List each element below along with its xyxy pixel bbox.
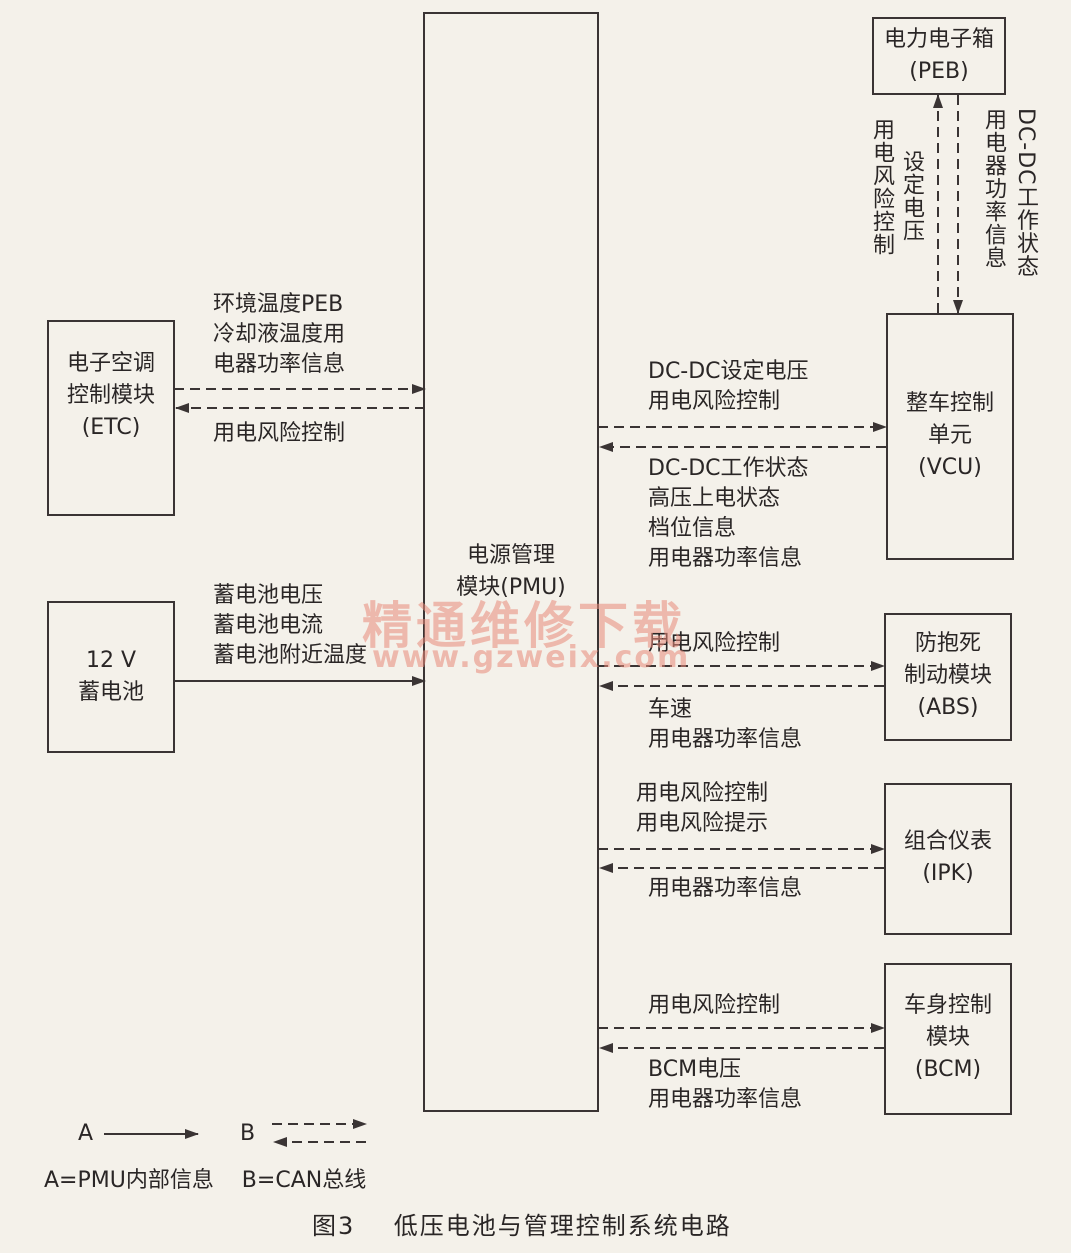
- signal-peb-to-vcu-line2: 用电器功率信息: [981, 108, 1006, 269]
- watermark-title: 精通维修下载: [362, 597, 686, 655]
- abs-module-box: [884, 613, 1012, 741]
- bcm-module-label: 车身控制 模块 (BCM): [903, 993, 992, 1082]
- etc-module-label: 电子空调 控制模块 (ETC): [66, 351, 155, 440]
- figure-caption: 图3 低压电池与管理控制系统电路: [312, 1212, 732, 1240]
- signal-vcu-to-peb-line1: 设定电压: [899, 150, 924, 242]
- legend-b-symbol: B: [240, 1121, 256, 1146]
- watermark-url: www.gzweix.com: [372, 640, 691, 675]
- abs-module-label: 防抱死 制动模块 (ABS): [903, 631, 992, 720]
- signal-abs-to-pmu: 车速 用电器功率信息: [648, 697, 803, 752]
- ipk-module-box: [884, 783, 1012, 935]
- bcm-module-box: [884, 963, 1012, 1115]
- signal-bcm-to-pmu: BCM电压 用电器功率信息: [648, 1057, 803, 1112]
- signal-pmu-to-etc: 用电风险控制: [213, 421, 346, 446]
- signal-pmu-to-ipk: 用电风险控制 用电风险提示: [636, 781, 769, 836]
- etc-module-box: [47, 320, 175, 516]
- peb-module-label: 电力电子箱 (PEB): [883, 27, 994, 84]
- signal-ipk-to-pmu: 用电器功率信息: [648, 876, 803, 901]
- signal-peb-to-vcu-line1: DC-DC工作状态: [1013, 108, 1038, 278]
- vcu-module-label: 整车控制 单元 (VCU): [905, 391, 994, 480]
- pmu-module-box: [423, 12, 599, 1112]
- pmu-module-label: 电源管理 模块(PMU): [456, 543, 566, 600]
- signal-pmu-to-bcm: 用电风险控制: [648, 993, 781, 1018]
- peb-module-box: [872, 17, 1006, 95]
- signal-vcu-to-peb-line2: 用电风险控制: [869, 118, 894, 256]
- battery-box: [47, 601, 175, 753]
- vcu-module-box: [886, 313, 1014, 560]
- signal-battery-to-pmu: 蓄电池电压 蓄电池电流 蓄电池附近温度: [213, 583, 368, 668]
- signal-pmu-to-vcu: DC-DC设定电压 用电风险控制: [648, 359, 809, 414]
- legend-definition: A=PMU内部信息 B=CAN总线: [44, 1168, 367, 1193]
- battery-label: 12 V 蓄电池: [77, 648, 144, 705]
- signal-vcu-to-pmu: DC-DC工作状态 高压上电状态 档位信息 用电器功率信息: [648, 456, 809, 571]
- ipk-module-label: 组合仪表 (IPK): [903, 829, 992, 886]
- signal-etc-to-pmu: 环境温度PEB 冷却液温度用 电器功率信息: [213, 292, 346, 377]
- signal-pmu-to-abs: 用电风险控制: [648, 631, 781, 656]
- legend-a-symbol: A: [78, 1121, 94, 1146]
